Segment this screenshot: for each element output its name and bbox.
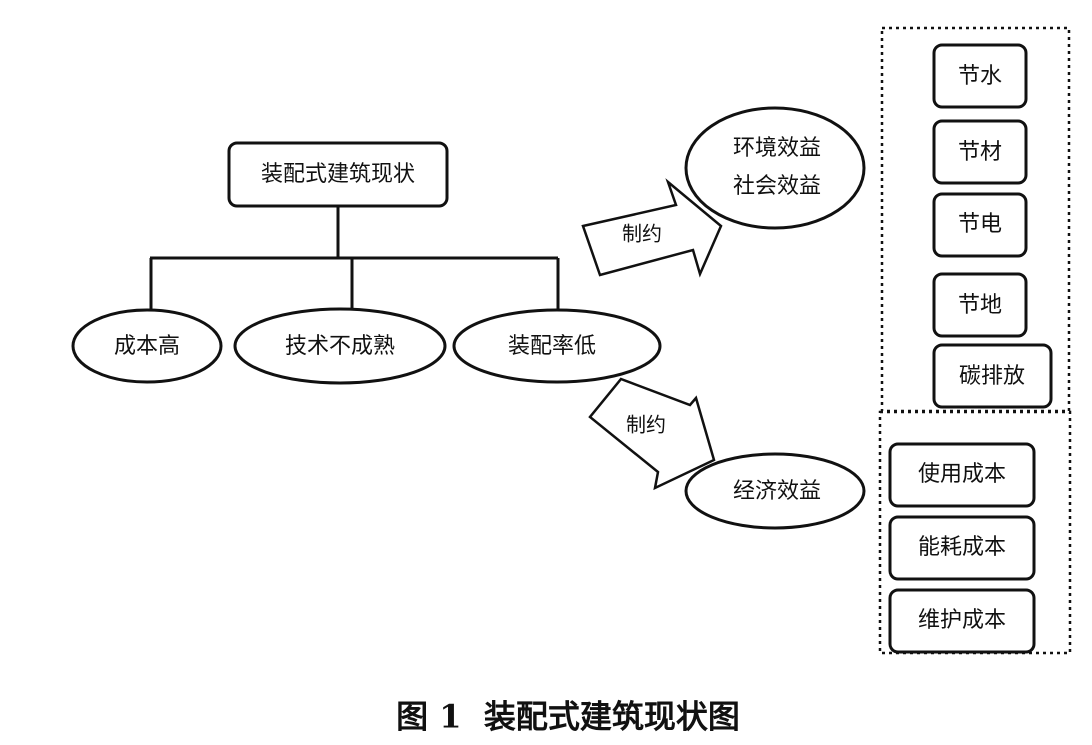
constraint-arrow-upper: 制约 bbox=[581, 178, 723, 278]
constraint-label: 制约 bbox=[626, 413, 666, 437]
env-items-group bbox=[880, 26, 1071, 413]
root-node: 装配式建筑现状 bbox=[227, 141, 449, 208]
env-item-box bbox=[932, 43, 1028, 109]
env-item-label: 节材 bbox=[958, 140, 1002, 165]
econ-item-usage-cost: 使用成本 bbox=[888, 442, 1036, 508]
env-item-label: 节水 bbox=[958, 64, 1002, 89]
env-item-box bbox=[932, 272, 1028, 338]
env-item-carbon: 碳排放 bbox=[932, 343, 1053, 409]
econ-item-box bbox=[888, 442, 1036, 508]
econ-item-maintenance-cost: 维护成本 bbox=[888, 588, 1036, 654]
benefit-label-economic: 经济效益 bbox=[733, 479, 821, 504]
env-item-label: 节电 bbox=[958, 212, 1002, 237]
problem-ellipse bbox=[233, 307, 447, 385]
env-item-label: 节地 bbox=[958, 293, 1002, 318]
problem-node-cost: 成本高 bbox=[71, 308, 223, 384]
benefit-node-economic: 经济效益 bbox=[684, 452, 866, 530]
problem-ellipse bbox=[71, 308, 223, 384]
econ-item-label: 维护成本 bbox=[918, 608, 1006, 633]
benefit-ellipse bbox=[684, 452, 866, 530]
econ-item-label: 使用成本 bbox=[918, 462, 1006, 487]
problem-ellipse bbox=[452, 308, 662, 384]
problem-node-assembly-rate: 装配率低 bbox=[452, 308, 662, 384]
benefit-label-env: 环境效益 bbox=[733, 136, 821, 161]
block-arrow-shape bbox=[581, 178, 723, 278]
env-item-box bbox=[932, 192, 1028, 258]
econ-item-box bbox=[888, 515, 1036, 581]
env-item-box bbox=[932, 119, 1028, 185]
env-item-electricity: 节电 bbox=[932, 192, 1028, 258]
econ-item-label: 能耗成本 bbox=[918, 535, 1006, 560]
figure-caption: 图 1 装配式建筑现状图 bbox=[396, 698, 740, 736]
constraint-arrow-lower: 制约 bbox=[588, 377, 716, 491]
problem-label: 装配率低 bbox=[508, 334, 596, 359]
econ-item-energy-cost: 能耗成本 bbox=[888, 515, 1036, 581]
root-node-label: 装配式建筑现状 bbox=[261, 162, 415, 187]
constraint-label: 制约 bbox=[622, 222, 662, 246]
tree-connectors bbox=[149, 206, 560, 312]
env-item-label: 碳排放 bbox=[959, 364, 1025, 389]
env-item-land: 节地 bbox=[932, 272, 1028, 338]
econ-item-box bbox=[888, 588, 1036, 654]
env-item-material: 节材 bbox=[932, 119, 1028, 185]
env-item-water: 节水 bbox=[932, 43, 1028, 109]
benefit-ellipse bbox=[684, 106, 866, 230]
problem-label: 成本高 bbox=[114, 334, 180, 359]
benefit-node-env-social: 环境效益 社会效益 bbox=[684, 106, 866, 230]
block-arrow-shape bbox=[588, 377, 716, 491]
problem-label: 技术不成熟 bbox=[285, 334, 395, 359]
problem-node-tech: 技术不成熟 bbox=[233, 307, 447, 385]
env-item-box bbox=[932, 343, 1053, 409]
benefit-label-social: 社会效益 bbox=[733, 174, 821, 199]
